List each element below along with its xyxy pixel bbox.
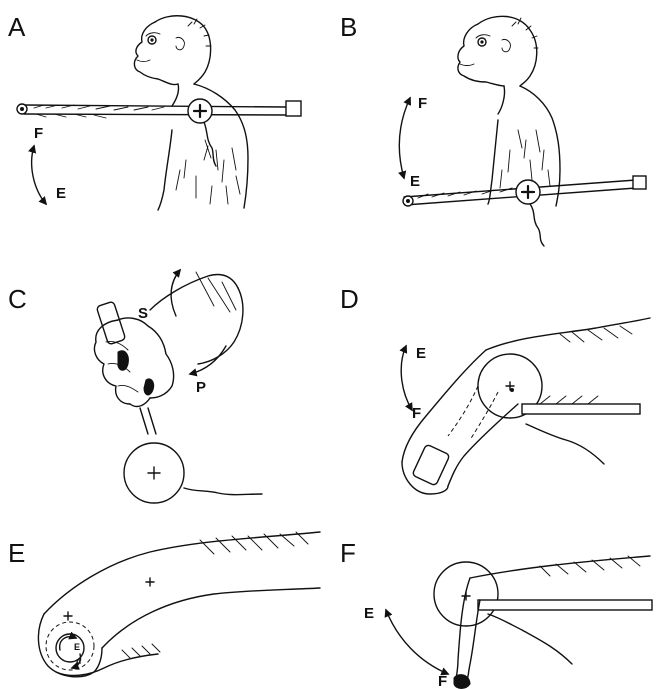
arm-f bbox=[434, 556, 652, 689]
flexion-extension-arrow-f bbox=[386, 610, 448, 674]
handle-f bbox=[454, 675, 470, 689]
panel-f: F E F bbox=[340, 538, 652, 689]
label-e-d: E bbox=[416, 345, 426, 362]
manipulandum-a bbox=[17, 99, 301, 123]
panel-c-letter: C bbox=[8, 284, 27, 314]
monkey-head-b bbox=[458, 16, 538, 86]
rod-f bbox=[478, 600, 652, 610]
arm-d bbox=[402, 318, 650, 494]
label-f-d: F bbox=[412, 405, 421, 422]
label-f-e: F bbox=[76, 658, 82, 668]
label-e-b: E bbox=[410, 173, 420, 190]
panel-f-letter: F bbox=[340, 538, 356, 568]
label-f-f: F bbox=[438, 673, 447, 689]
flexion-extension-arrow-b bbox=[399, 98, 410, 178]
counterweight-b bbox=[633, 176, 646, 189]
panel-e: E E F bbox=[8, 532, 320, 677]
counterweight-a bbox=[286, 101, 301, 116]
monkey-head-a bbox=[134, 16, 211, 85]
pronation-arrow-c bbox=[190, 346, 226, 374]
label-s-c: S bbox=[138, 305, 148, 322]
flexion-extension-arrow-a bbox=[32, 146, 46, 204]
manipulandum-b bbox=[403, 176, 646, 246]
label-e-e: E bbox=[74, 642, 80, 652]
label-f-b: F bbox=[418, 95, 427, 112]
panel-d-letter: D bbox=[340, 284, 359, 314]
label-e-f: E bbox=[364, 605, 374, 622]
handle-d bbox=[412, 444, 450, 486]
panel-b: B F E bbox=[340, 12, 646, 246]
rod-d bbox=[522, 404, 640, 414]
panel-a: A bbox=[8, 12, 301, 210]
handle-grip-c bbox=[96, 301, 125, 345]
panel-a-letter: A bbox=[8, 12, 26, 42]
fingertip-marker-c bbox=[118, 351, 128, 371]
label-f-a: F bbox=[34, 125, 43, 142]
arm-e bbox=[38, 532, 320, 677]
label-e-a: E bbox=[56, 185, 66, 202]
hand-c bbox=[94, 272, 262, 503]
panel-b-letter: B bbox=[340, 12, 357, 42]
flexion-extension-arrow-d bbox=[401, 346, 412, 410]
panel-d: D E F bbox=[340, 284, 650, 494]
label-p-c: P bbox=[196, 379, 206, 396]
panel-e-letter: E bbox=[8, 538, 25, 568]
panel-c: C S P bbox=[8, 270, 262, 503]
